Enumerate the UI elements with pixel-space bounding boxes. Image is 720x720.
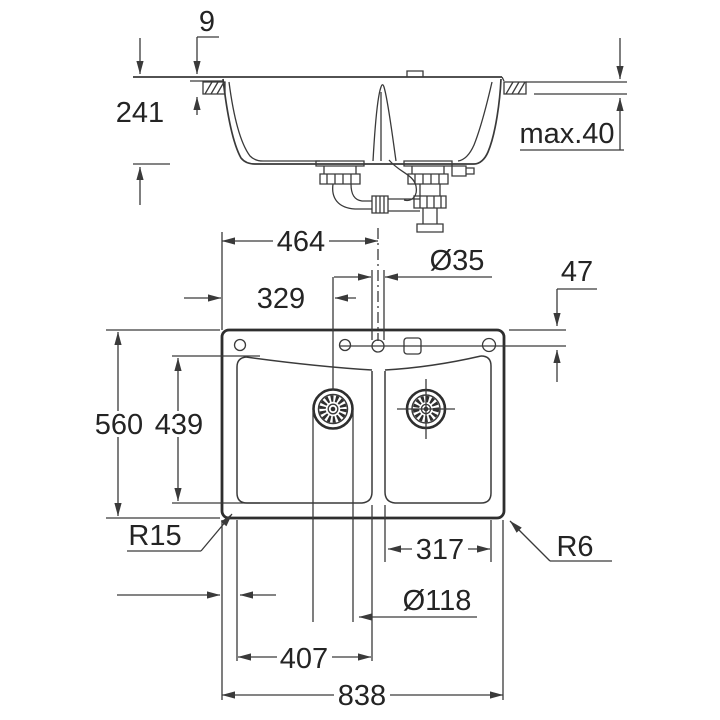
dim-o35-label: Ø35 [430, 245, 485, 277]
dim-439-label: 439 [155, 409, 203, 441]
dim-464-label: 464 [277, 226, 325, 258]
dim-r15-label: R15 [128, 520, 181, 552]
dimension-rim-height: 9 [193, 6, 219, 115]
left-drain-strainer [312, 388, 354, 430]
dim-47-label: 47 [561, 256, 593, 288]
dim-407-label: 407 [280, 643, 328, 675]
left-drain-assembly [315, 160, 420, 214]
side-elevation-view: 9 241 max.40 [116, 6, 627, 233]
dimension-counter-thickness: max.40 [519, 38, 624, 151]
dimension-inner-corner-radius: R15 [127, 513, 233, 552]
dimension-faucet-hole-diameter: Ø35 [334, 245, 492, 281]
dim-329-label: 329 [257, 283, 305, 315]
dimension-faucet-offset: 464 [221, 226, 379, 258]
dimension-overall-depth: 560 [92, 331, 146, 517]
dim-9-label: 9 [199, 6, 215, 38]
dim-max40-label: max.40 [519, 118, 614, 150]
dimension-bowl-inner-depth: 439 [153, 357, 205, 502]
faucet-shank [372, 84, 397, 162]
dimension-right-bowl-width: 317 [387, 534, 491, 566]
dimension-left-bowl-width: 407 [237, 643, 372, 675]
deck-holes [233, 337, 566, 355]
left-bowl-outline [236, 356, 373, 504]
right-drain-assembly [403, 160, 453, 233]
sink-body-outline [222, 78, 502, 165]
sink-inner-wall-left [228, 81, 320, 162]
dim-317-label: 317 [416, 534, 464, 566]
rim-overflow-bump [406, 70, 424, 77]
dimension-outer-corner-radius: R6 [509, 520, 612, 563]
dim-560-label: 560 [95, 409, 143, 441]
extension-lines [106, 228, 566, 700]
sink-inner-wall-right [457, 81, 493, 162]
supply-hose [388, 159, 418, 202]
dimension-overall-width: 838 [221, 680, 504, 712]
right-bowl-outline [384, 355, 492, 504]
drain-valve [451, 165, 475, 177]
dim-o118-label: Ø118 [403, 585, 472, 617]
rim-right-edge [501, 76, 505, 82]
left-bowl-top-edge [245, 356, 373, 371]
dim-241-label: 241 [116, 97, 164, 129]
countertop-hatch-right [503, 81, 627, 95]
countertop-hatch-left [202, 81, 226, 95]
dim-838-label: 838 [338, 680, 386, 712]
deck-hole-second [338, 338, 352, 352]
sink-outer-outline [220, 328, 506, 520]
deck-hole-left [233, 338, 247, 352]
deck-hole-right [481, 337, 497, 353]
right-bowl-top-edge [384, 355, 482, 371]
dim-r6-label: R6 [556, 531, 593, 563]
dimension-drain-offset: 329 [184, 283, 356, 315]
dimension-drain-diameter: Ø118 [358, 585, 477, 621]
dimension-hole-from-edge: 47 [553, 256, 597, 382]
drain-crosshair [397, 379, 455, 439]
plan-view: 464 Ø35 329 47 560 [92, 226, 612, 712]
right-drain-strainer [397, 379, 455, 439]
dimension-total-depth: 241 [116, 38, 170, 205]
